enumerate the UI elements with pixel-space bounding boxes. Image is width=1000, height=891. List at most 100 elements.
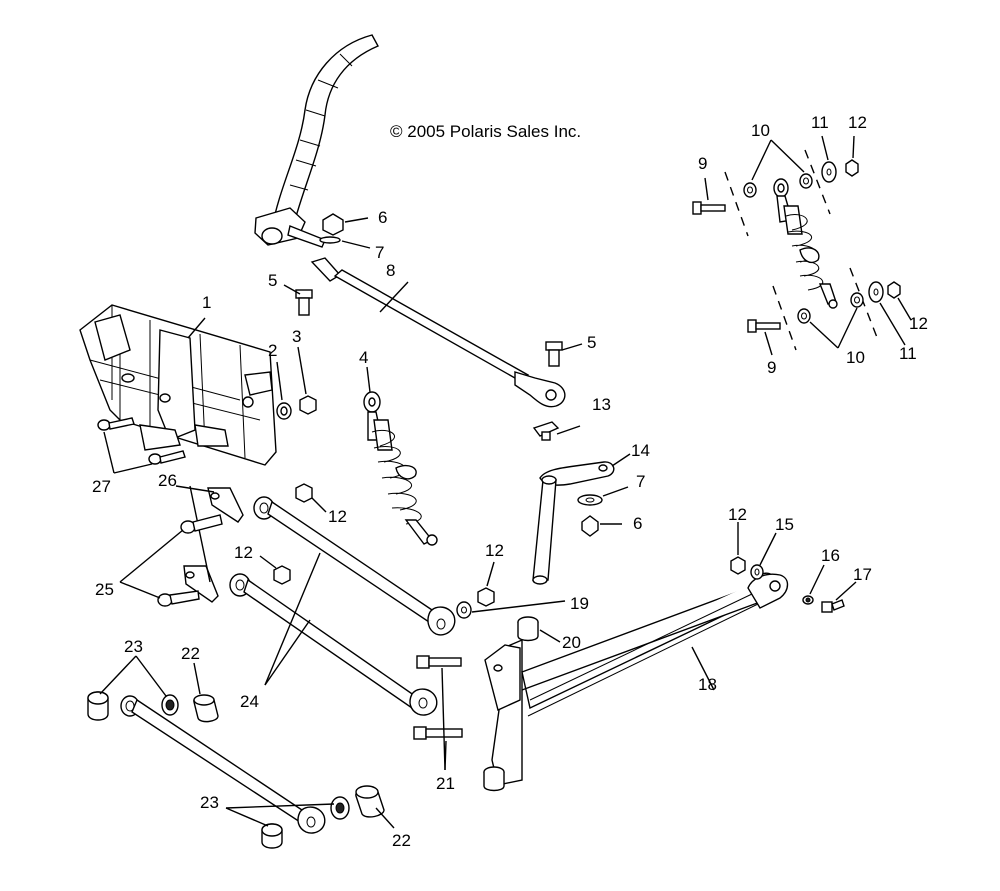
nut-part-12-e xyxy=(295,483,313,503)
leader-10-top-b xyxy=(770,139,805,173)
leader-5-left xyxy=(283,284,301,295)
callout-12-shock-top: 12 xyxy=(848,113,867,132)
nut-part-6-top xyxy=(322,213,344,236)
leader-27-b xyxy=(113,463,153,474)
dashed-axis-top-right xyxy=(804,149,831,215)
leader-3 xyxy=(297,346,307,395)
callout-10-top: 10 xyxy=(751,121,770,140)
washer-part-7-mid xyxy=(577,494,603,506)
callout-1: 1 xyxy=(202,293,211,312)
bolt-part-25-upper xyxy=(180,514,223,534)
leader-12-b xyxy=(897,297,912,321)
leader-22-b xyxy=(375,807,395,829)
leader-20 xyxy=(539,629,561,643)
bolt-part-25-lower xyxy=(157,590,200,607)
copyright-text: © 2005 Polaris Sales Inc. xyxy=(390,122,581,141)
leader-9-top xyxy=(704,177,709,201)
callout-12-shock-bottom: 12 xyxy=(909,314,928,333)
leader-12-e xyxy=(311,497,327,513)
link-rod-part-lower xyxy=(120,695,326,834)
bolt-part-17 xyxy=(821,599,845,613)
bushing-part-23-b xyxy=(161,694,179,716)
bushing-part-10-a xyxy=(743,182,757,198)
nut-part-12-f xyxy=(273,565,291,585)
dashed-axis-bottom-right xyxy=(849,267,879,341)
callout-18: 18 xyxy=(698,675,717,694)
callout-5-right: 5 xyxy=(587,333,596,352)
leader-6-top xyxy=(344,217,369,223)
callout-12-right: 12 xyxy=(728,505,747,524)
nut-part-3 xyxy=(299,395,317,415)
leader-8 xyxy=(379,281,409,313)
shock-absorber-part-right xyxy=(773,178,838,309)
leader-14 xyxy=(611,453,631,467)
leader-25-b xyxy=(119,581,161,599)
leader-19 xyxy=(471,600,566,613)
nut-part-6-mid xyxy=(581,515,599,537)
leader-12-a xyxy=(852,135,855,159)
bushing-part-20 xyxy=(517,616,539,642)
callout-7-mid: 7 xyxy=(636,472,645,491)
callout-8: 8 xyxy=(386,261,395,280)
leader-7-top xyxy=(341,240,371,249)
bushing-part-10-c xyxy=(797,308,811,324)
nut-part-12-a xyxy=(845,159,859,177)
washer-part-15 xyxy=(750,564,764,580)
bolt-part-21-lower xyxy=(413,726,463,740)
leader-16 xyxy=(809,564,825,595)
callout-6-top: 6 xyxy=(378,208,387,227)
shock-absorber-part-center xyxy=(363,391,438,546)
callout-24: 24 xyxy=(240,692,259,711)
callout-15: 15 xyxy=(775,515,794,534)
callout-26: 26 xyxy=(158,471,177,490)
callout-2: 2 xyxy=(268,341,277,360)
leader-23-b xyxy=(135,655,167,697)
callout-12-lower-link: 12 xyxy=(234,543,253,562)
bracket-part-26-lower xyxy=(183,565,219,603)
dashed-axis-top xyxy=(724,171,749,237)
callout-27: 27 xyxy=(92,477,111,496)
leader-21-a xyxy=(441,667,446,771)
leader-13 xyxy=(556,425,581,435)
leader-21-b xyxy=(444,740,447,771)
bushing-part-23-d xyxy=(330,796,350,820)
bolt-part-9-top xyxy=(692,201,726,215)
bushing-part-20-lower xyxy=(483,766,505,792)
bolt-part-27-lower xyxy=(148,450,186,465)
nut-part-12-b xyxy=(887,281,901,299)
sleeve-part-22-upper xyxy=(193,694,219,723)
callout-23-lower: 23 xyxy=(200,793,219,812)
leader-22-a xyxy=(193,662,201,695)
callout-19: 19 xyxy=(570,594,589,613)
bolt-part-5-left xyxy=(295,289,313,316)
a-arm-part-18 xyxy=(484,572,789,786)
bolt-part-21-upper xyxy=(416,655,462,669)
callout-5-left: 5 xyxy=(268,271,277,290)
leader-24-a xyxy=(264,552,321,686)
callout-9-top: 9 xyxy=(698,154,707,173)
leader-10-bottom-a xyxy=(809,321,839,349)
leader-11-top xyxy=(821,135,829,161)
leader-15 xyxy=(759,532,777,566)
leader-1 xyxy=(187,317,206,339)
washer-part-11-bottom xyxy=(868,281,884,303)
leader-18 xyxy=(691,646,715,691)
bushing-part-10-d xyxy=(850,292,864,308)
callout-4: 4 xyxy=(359,348,368,367)
washer-part-7-top xyxy=(319,236,341,244)
callout-3: 3 xyxy=(292,327,301,346)
bushing-part-10-b xyxy=(799,173,813,189)
callout-23-upper: 23 xyxy=(124,637,143,656)
callout-14: 14 xyxy=(631,441,650,460)
dashed-axis-bottom-left xyxy=(772,285,797,351)
leader-12-c xyxy=(486,561,495,587)
frame-bracket-part xyxy=(79,304,277,466)
bolt-part-16 xyxy=(802,595,814,605)
callout-9-bottom: 9 xyxy=(767,358,776,377)
bolt-part-5-right xyxy=(545,341,563,367)
callout-10-bottom: 10 xyxy=(846,348,865,367)
callout-7-top: 7 xyxy=(375,243,384,262)
leader-23-d xyxy=(225,803,335,809)
callout-25: 25 xyxy=(95,580,114,599)
